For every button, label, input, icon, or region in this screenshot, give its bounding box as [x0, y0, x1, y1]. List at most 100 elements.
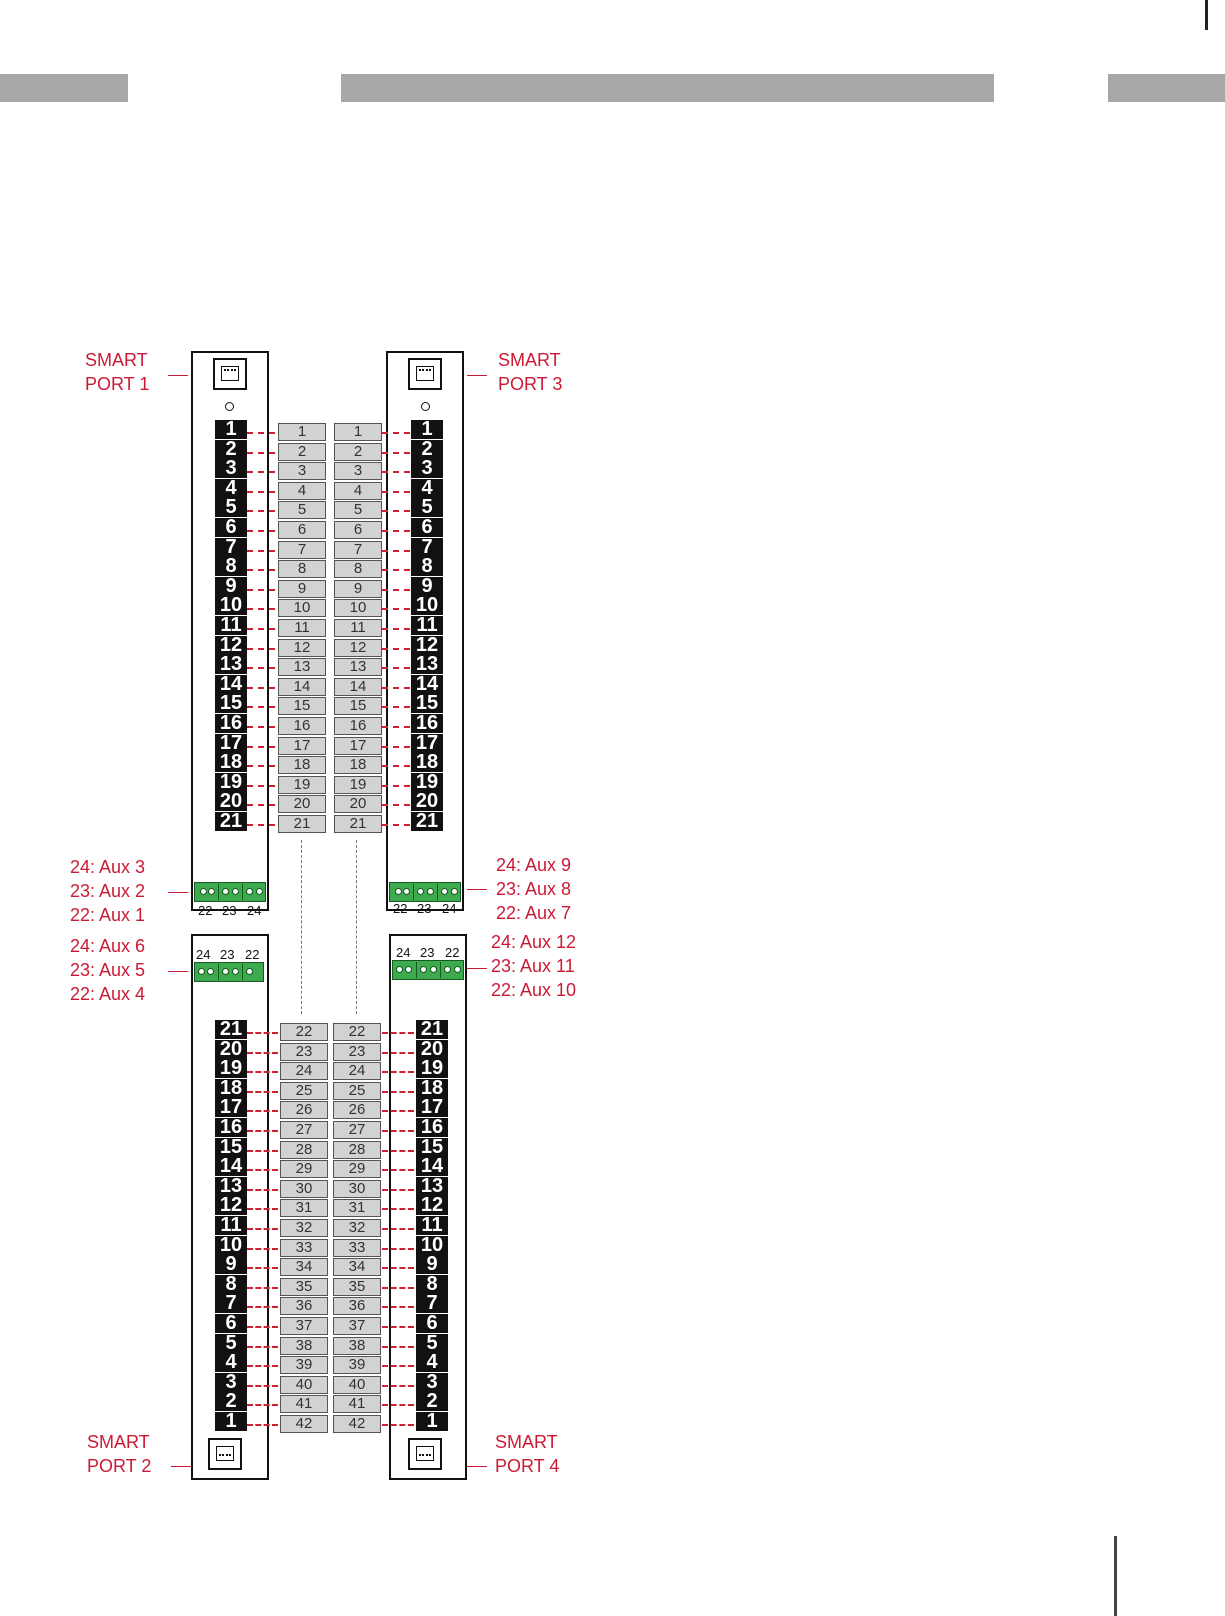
wire-line: [247, 1032, 278, 1034]
rj45-port-icon: [408, 1438, 442, 1470]
wire-line: [382, 745, 410, 748]
edge-line: [1205, 0, 1208, 30]
wire-line: [382, 1365, 414, 1368]
terminal-cell: 12: [334, 638, 382, 657]
terminal-cell: 29: [280, 1160, 328, 1179]
port-label-1-leader: [168, 375, 188, 376]
rj45-port-icon: [208, 1438, 242, 1470]
panel-number: 2: [411, 439, 443, 459]
terminal-cell: 23: [333, 1042, 381, 1061]
panel-number: 11: [215, 1215, 247, 1235]
panel-number: 13: [416, 1176, 448, 1196]
panel-number: 10: [215, 1235, 247, 1255]
panel-number: 19: [416, 1058, 448, 1079]
panel-number: 3: [416, 1372, 448, 1392]
panel-number: 8: [215, 1274, 247, 1294]
panel-number: 6: [411, 517, 443, 537]
terminal-cell: 26: [333, 1101, 381, 1120]
wire-line: [247, 451, 275, 454]
aux-terminal-number: 22: [245, 947, 260, 962]
panel-number: 17: [416, 1097, 448, 1118]
panel-number: 1: [411, 419, 443, 439]
panel-number: 11: [215, 615, 247, 635]
panel-number: 5: [215, 1333, 247, 1353]
terminal-cell: 28: [280, 1140, 328, 1159]
wire-line: [382, 1071, 414, 1074]
panel-number: 15: [416, 1137, 448, 1157]
wire-line: [247, 1188, 278, 1191]
panel-number: 13: [411, 654, 443, 675]
panel-number: 9: [411, 576, 443, 596]
terminal-cell: 23: [280, 1042, 328, 1061]
panel-number: 20: [411, 791, 443, 812]
aux-terminal-block: [392, 960, 464, 980]
panel-number: 21: [215, 1019, 247, 1039]
aux-terminal-number: 22: [393, 901, 408, 916]
panel-number: 11: [416, 1215, 448, 1235]
wire-line: [382, 1149, 414, 1152]
panel-number: 7: [416, 1293, 448, 1314]
terminal-cell: 10: [278, 599, 326, 618]
panel-number: 2: [215, 439, 247, 459]
panel-number: 13: [215, 1176, 247, 1196]
panel-number: 4: [416, 1352, 448, 1373]
panel-number: 18: [411, 752, 443, 773]
panel-number: 1: [215, 1411, 247, 1431]
terminal-cell: 21: [334, 815, 382, 833]
wire-line: [382, 1051, 414, 1054]
terminal-cell: 19: [278, 775, 326, 794]
terminal-cell: 31: [333, 1199, 381, 1218]
terminal-cell: 9: [334, 579, 382, 598]
panel-number: 3: [215, 458, 247, 479]
panel-number: 16: [215, 1117, 247, 1137]
wire-line: [247, 1365, 278, 1368]
terminal-cell: 16: [334, 717, 382, 735]
terminal-cell: 39: [280, 1356, 328, 1375]
panel-number: 20: [215, 791, 247, 812]
aux-leader-bottom-right: [467, 968, 487, 969]
terminal-cell: 33: [280, 1238, 328, 1257]
terminal-cell: 6: [278, 521, 326, 539]
panel-number: 14: [416, 1156, 448, 1177]
wire-line: [382, 1130, 414, 1132]
terminal-cell: 35: [280, 1277, 328, 1296]
wire-line: [382, 1306, 414, 1309]
panel-number: 10: [416, 1235, 448, 1255]
panel-number: 3: [215, 1372, 247, 1392]
wire-line: [382, 1326, 414, 1328]
panel-number: 10: [411, 595, 443, 616]
status-led-icon: [421, 402, 430, 411]
aux-terminal-number: 24: [247, 903, 262, 918]
wire-line: [247, 804, 275, 807]
wire-line: [247, 1169, 278, 1172]
terminal-cell: 11: [334, 619, 382, 637]
terminal-cell: 10: [334, 599, 382, 618]
wire-line: [382, 1228, 414, 1230]
terminal-cell: 8: [278, 560, 326, 579]
wire-line: [247, 1404, 278, 1407]
wire-line: [247, 647, 275, 650]
wire-line: [382, 667, 410, 670]
terminal-cell: 12: [278, 638, 326, 657]
wire-line: [247, 588, 275, 591]
terminal-cell: 3: [334, 462, 382, 481]
panel-number: 19: [215, 772, 247, 792]
wire-line: [247, 784, 275, 787]
terminal-cell: 18: [334, 756, 382, 775]
panel-number: 20: [215, 1039, 247, 1059]
terminal-cell: 37: [333, 1317, 381, 1335]
panel-number: 19: [215, 1058, 247, 1079]
wire-line: [247, 490, 275, 493]
status-led-icon: [225, 402, 234, 411]
aux-terminal-block: [389, 882, 461, 902]
terminal-cell: 32: [280, 1219, 328, 1237]
panel-number: 6: [215, 1313, 247, 1333]
aux-terminal-number: 24: [396, 945, 411, 960]
wire-line: [247, 569, 275, 572]
aux-terminal-number: 24: [442, 901, 457, 916]
terminal-cell: 5: [278, 501, 326, 520]
wire-line: [382, 1169, 414, 1172]
